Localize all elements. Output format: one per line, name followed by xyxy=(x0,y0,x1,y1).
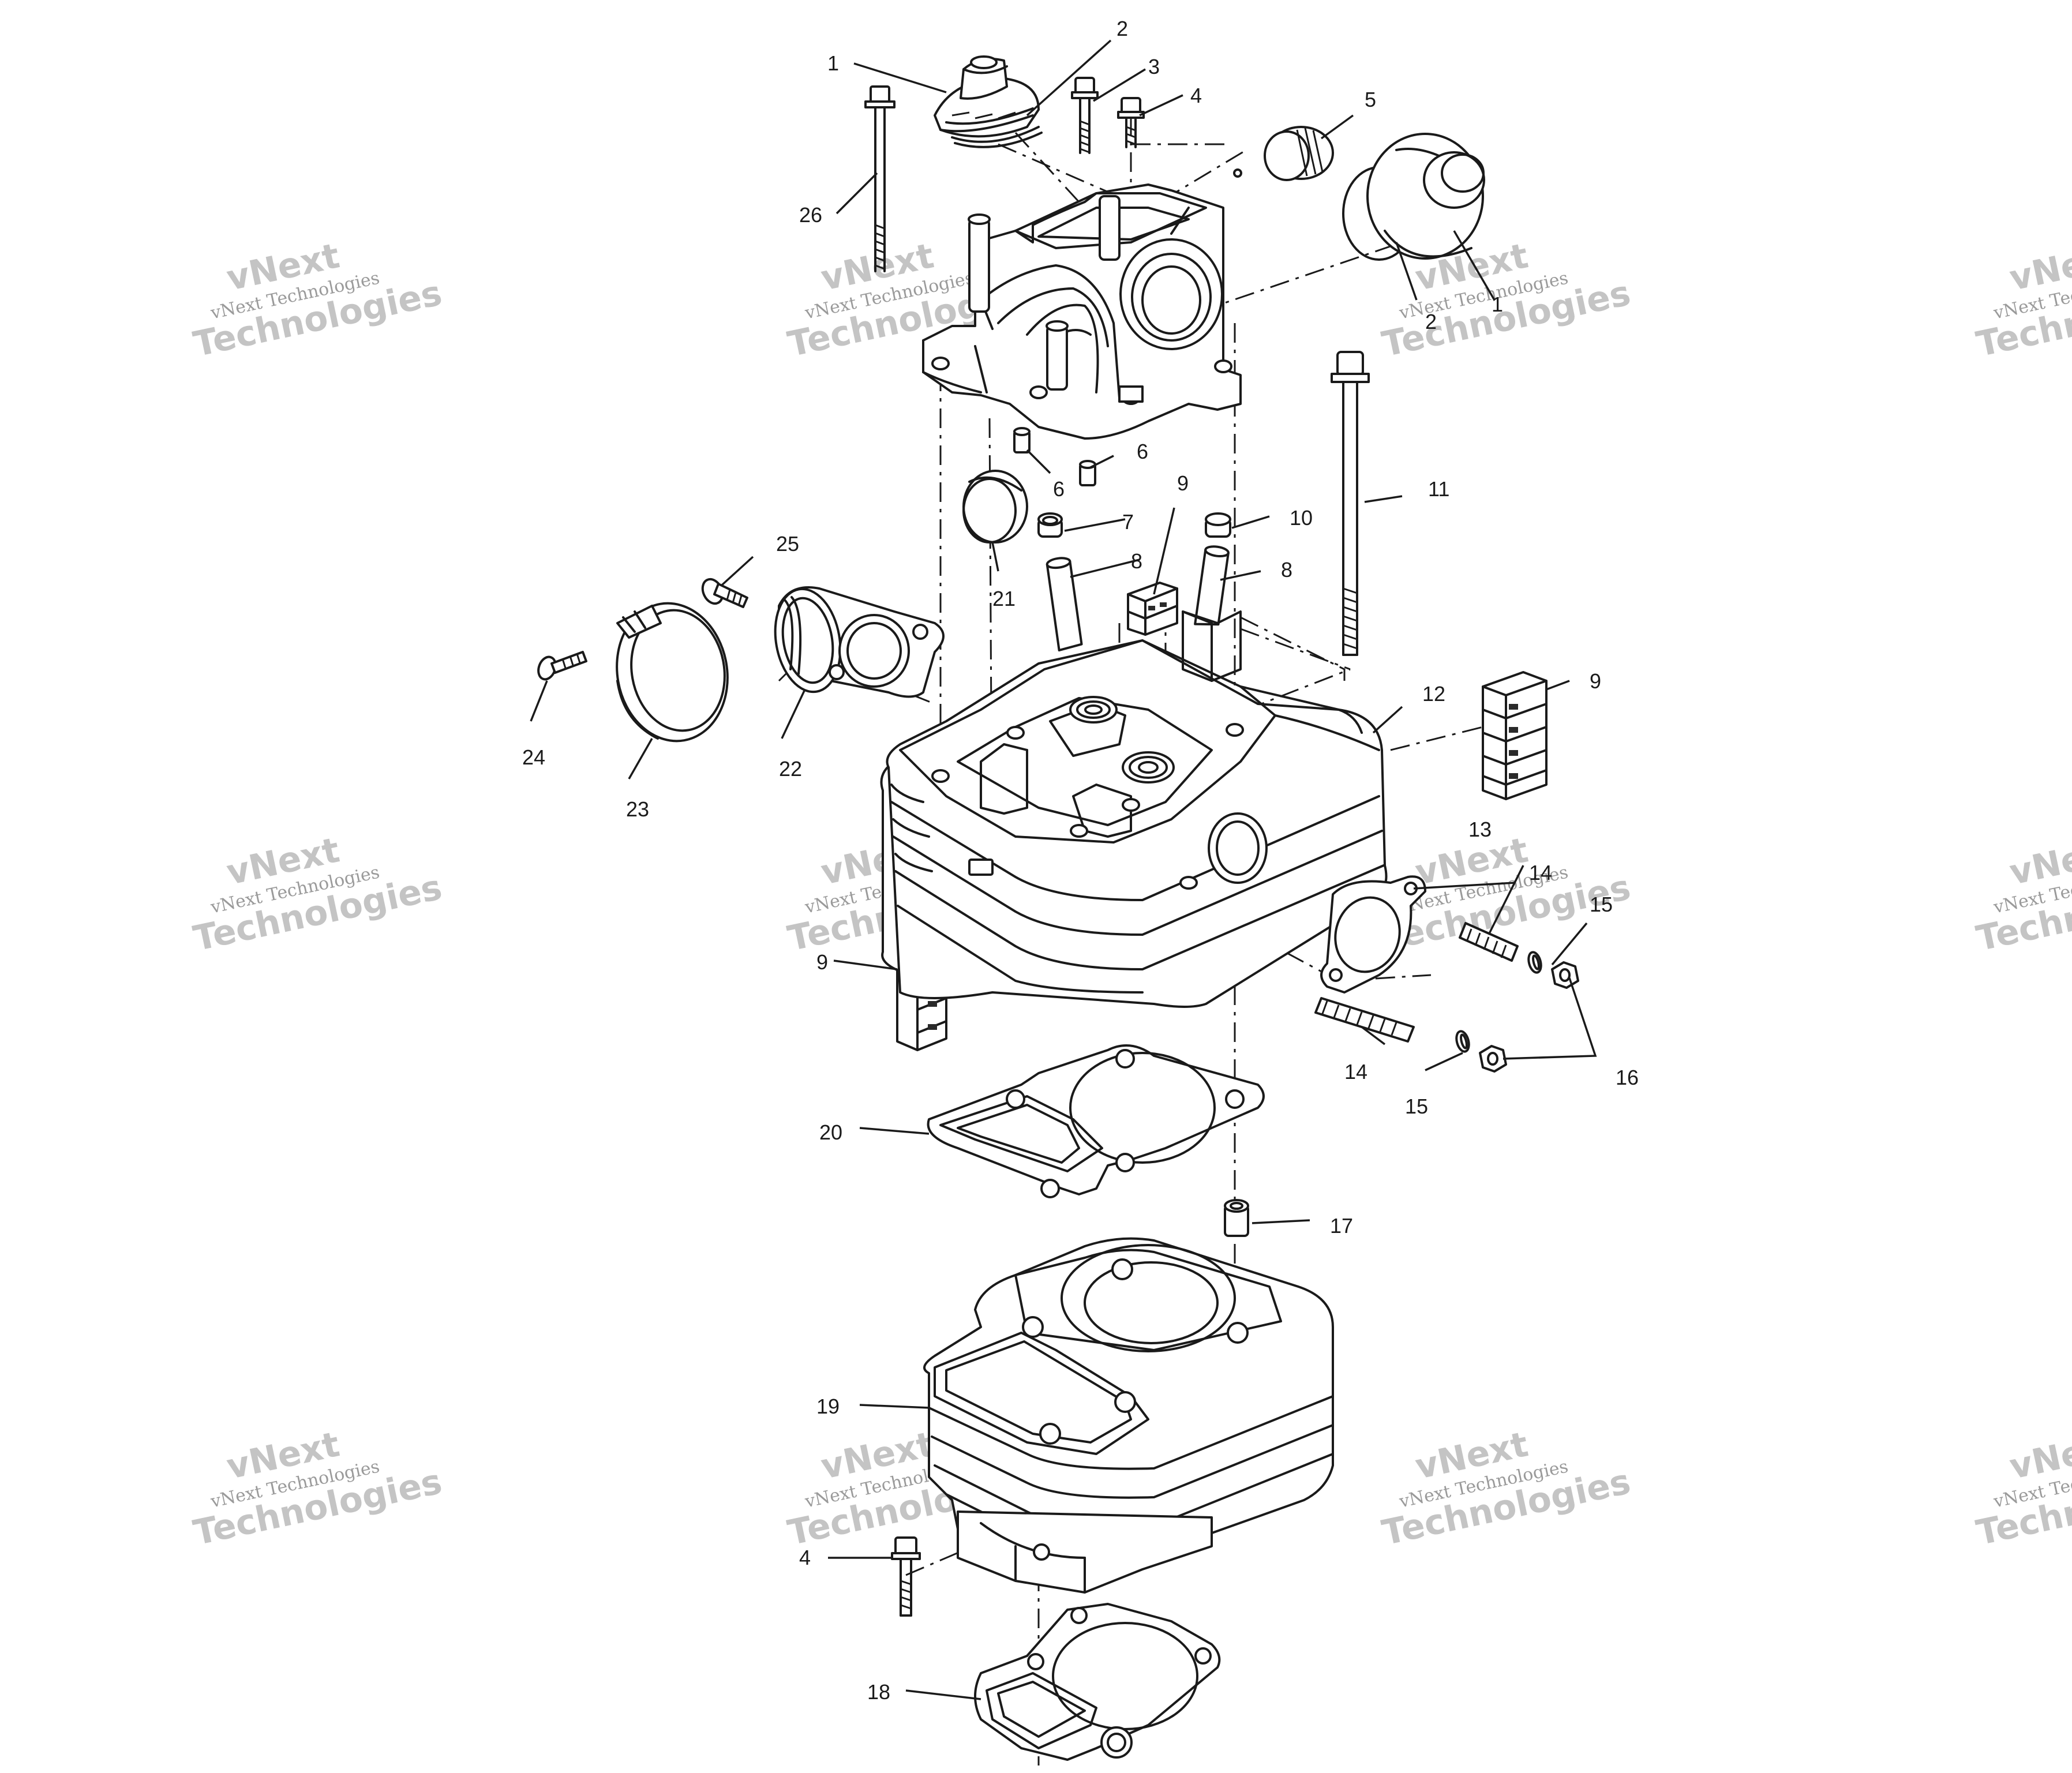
part-9-shim-stack-upper xyxy=(1127,582,1178,636)
part-3-bolt xyxy=(1071,77,1099,154)
callout-4: 4 xyxy=(1190,84,1202,107)
watermark: vNext vNext Technologies Technologies xyxy=(190,236,445,365)
callout-15a: 15 xyxy=(1590,893,1613,916)
watermark: vNext vNext Technologies Technologies xyxy=(1973,830,2072,959)
part-12-cylinder-head xyxy=(880,610,1388,1008)
callout-23: 23 xyxy=(626,797,649,821)
part-14-stud-upper xyxy=(1459,922,1519,962)
callout-9c: 9 xyxy=(816,950,828,974)
part-8-valve-guide-left xyxy=(1046,557,1083,652)
watermark: vNext vNext Technologies Technologies xyxy=(1973,1425,2072,1554)
callout-8b: 8 xyxy=(1281,558,1292,582)
callout-25: 25 xyxy=(776,532,799,556)
callout-22: 22 xyxy=(779,757,802,781)
leader-lines xyxy=(530,39,1597,1700)
part-19-cylinder xyxy=(923,1237,1334,1594)
callout-12: 12 xyxy=(1422,682,1445,706)
callout-6a: 6 xyxy=(1053,477,1065,501)
cylinder-head-cover xyxy=(922,168,1242,440)
callout-9b: 9 xyxy=(1590,669,1601,693)
part-25-bolt xyxy=(701,578,748,608)
callout-11: 11 xyxy=(1428,477,1449,501)
callouts: 1 2 3 4 5 2 1 26 6 6 11 7 9 10 8 8 21 25… xyxy=(522,17,1639,1704)
part-22-intake-boot xyxy=(774,586,945,698)
callout-10: 10 xyxy=(1290,506,1313,530)
callout-17: 17 xyxy=(1330,1214,1353,1238)
part-11-long-stud xyxy=(1331,351,1370,656)
part-9-shim-stack-right xyxy=(1482,671,1548,800)
part-23-clamp xyxy=(616,602,729,743)
callout-6b: 6 xyxy=(1137,440,1148,463)
callout-9a: 9 xyxy=(1177,471,1189,495)
part-4-bolt xyxy=(1117,97,1145,148)
callout-19: 19 xyxy=(816,1395,840,1418)
part-15-washer-upper xyxy=(1527,951,1542,974)
callout-21: 21 xyxy=(992,587,1016,610)
part-14-stud-lower xyxy=(1314,997,1415,1043)
callout-26: 26 xyxy=(799,203,822,227)
callout-2: 2 xyxy=(1116,17,1128,40)
part-1-tappet-cover xyxy=(1366,133,1485,260)
part-7-valve-cap xyxy=(1037,512,1063,538)
part-15-washer-lower xyxy=(1455,1030,1470,1053)
part-20-head-gasket xyxy=(927,1044,1265,1198)
callout-4b: 4 xyxy=(799,1546,811,1569)
callout-1: 1 xyxy=(827,51,839,75)
callout-24: 24 xyxy=(522,745,545,769)
callout-16: 16 xyxy=(1616,1066,1639,1089)
part-1-breather-cap xyxy=(934,55,1040,138)
part-4-bolt-lower xyxy=(891,1536,921,1617)
watermark: vNext vNext Technologies Technologies xyxy=(190,1425,445,1554)
callout-3: 3 xyxy=(1148,55,1160,78)
part-18-base-gasket xyxy=(974,1603,1221,1761)
part-16-nut-lower xyxy=(1479,1045,1507,1073)
callout-2b: 2 xyxy=(1425,310,1437,333)
watermark: vNext vNext Technologies Technologies xyxy=(190,830,445,959)
callout-5: 5 xyxy=(1365,88,1376,111)
callout-1b: 1 xyxy=(1492,293,1503,316)
part-5-plug xyxy=(1264,126,1334,181)
part-8-valve-guide-right xyxy=(1194,545,1230,626)
part-6-dowel-right xyxy=(1079,460,1096,486)
callout-8a: 8 xyxy=(1131,549,1142,573)
callout-14a: 14 xyxy=(1529,861,1552,884)
watermark: vNext vNext Technologies Technologies xyxy=(1378,1425,1634,1554)
part-16-nut-upper xyxy=(1551,961,1579,989)
part-26-long-bolt xyxy=(864,85,896,272)
callout-13: 13 xyxy=(1468,818,1492,841)
callout-18: 18 xyxy=(867,1680,890,1704)
part-10-valve-cap xyxy=(1205,512,1231,538)
callout-14b: 14 xyxy=(1344,1060,1367,1084)
part-6-dowel-left xyxy=(1013,427,1031,453)
callout-20: 20 xyxy=(819,1120,842,1144)
part-17-dowel xyxy=(1224,1199,1249,1237)
part-24-bolt xyxy=(537,651,587,681)
part-2-breather-oring xyxy=(951,126,1043,148)
callout-7: 7 xyxy=(1122,510,1134,534)
watermark: vNext vNext Technologies Technologies xyxy=(1973,236,2072,365)
callout-15b: 15 xyxy=(1405,1094,1428,1118)
part-21-cap xyxy=(962,470,1028,543)
